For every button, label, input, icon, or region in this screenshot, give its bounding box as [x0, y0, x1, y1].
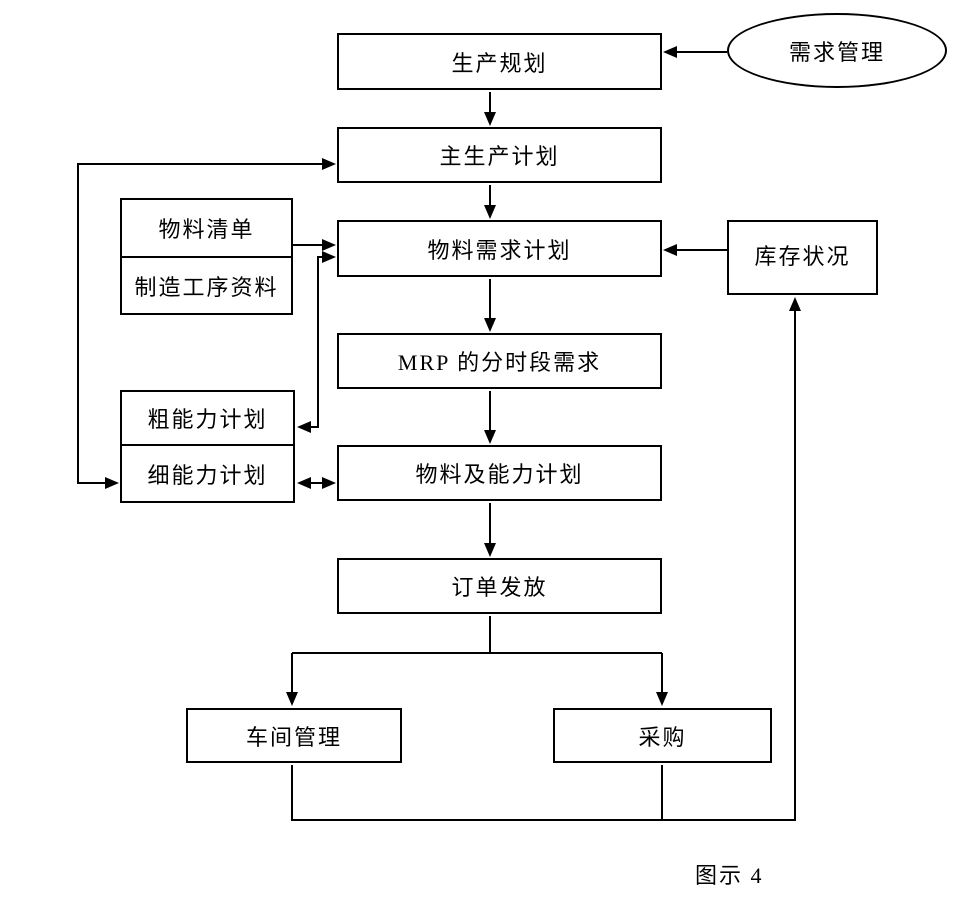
edge-demand-to-production-planning: [663, 46, 727, 58]
edge-mrp-rccp-link: [297, 251, 336, 433]
node-bill-of-materials: 物料清单: [120, 198, 293, 258]
edge-mrp-to-time-phased: [484, 279, 496, 332]
node-shop-floor-management: 车间管理: [186, 708, 402, 763]
node-production-planning: 生产规划: [337, 33, 662, 90]
edge-time-phased-to-mcp: [484, 391, 496, 444]
node-material-requirements-planning: 物料需求计划: [337, 220, 662, 277]
node-purchasing: 采购: [553, 708, 772, 763]
edge-order-release-split: [286, 616, 668, 706]
edge-mcp-to-order-release: [484, 503, 496, 557]
node-material-and-capacity-planning: 物料及能力计划: [337, 445, 662, 501]
edge-production-to-mps: [484, 92, 496, 126]
figure-caption: 图示 4: [695, 863, 764, 888]
edge-dcp-mcp-bidirectional: [297, 477, 336, 489]
edge-mps-dcp-feedback: [77, 158, 336, 489]
node-order-release: 订单发放: [337, 558, 662, 614]
edge-mps-to-mrp: [484, 185, 496, 219]
edge-inventory-to-mrp: [663, 244, 727, 256]
node-master-production-schedule: 主生产计划: [337, 127, 662, 183]
node-detailed-capacity-planning: 细能力计划: [120, 444, 295, 503]
node-manufacturing-process-data: 制造工序资料: [120, 256, 293, 315]
node-demand-management: 需求管理: [727, 13, 947, 88]
edge-bom-to-mrp: [293, 239, 336, 251]
node-rough-cut-capacity-planning: 粗能力计划: [120, 390, 295, 446]
node-mrp-time-phased-requirements: MRP 的分时段需求: [337, 333, 662, 389]
node-inventory-status: 库存状况: [727, 220, 878, 295]
edge-execution-to-inventory-feedback: [291, 297, 801, 821]
